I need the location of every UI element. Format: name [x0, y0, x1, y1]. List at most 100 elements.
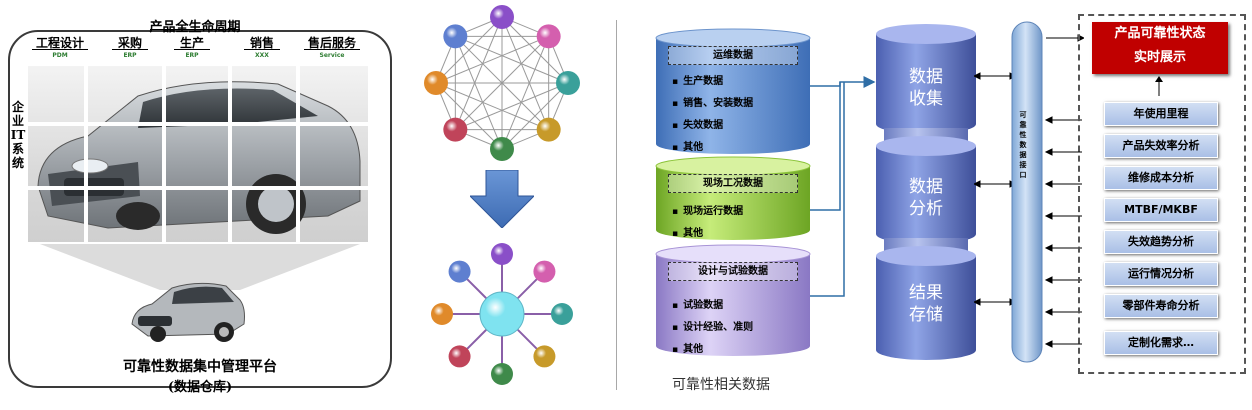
- analysis-item: 零部件寿命分析: [1104, 294, 1218, 318]
- analysis-item: 产品失效率分析: [1104, 134, 1218, 158]
- analysis-item: 失效趋势分析: [1104, 230, 1218, 254]
- enterprise-it-label: 企业IT系统: [10, 100, 26, 170]
- section-divider: [616, 20, 617, 390]
- mesh-node: [424, 71, 448, 95]
- status-display-line2: 实时展示: [1133, 50, 1186, 65]
- status-display-header: 产品可靠性状态 实时展示: [1092, 22, 1228, 74]
- display-panel: [1078, 14, 1246, 374]
- interface-bar-label: 可靠性数据接口: [1019, 111, 1027, 179]
- mesh-link: [454, 36, 503, 150]
- grid-divider: [296, 66, 300, 242]
- car-illustration: [37, 81, 361, 234]
- stage-label-purchase: 采购: [117, 36, 142, 50]
- datasource-item: 设计经验、准则: [672, 318, 753, 333]
- grid-divider: [162, 66, 166, 242]
- process-store-line2: 存储: [909, 305, 943, 325]
- process-collect-label: 数据 收集: [896, 66, 956, 110]
- connector-lines: [810, 76, 876, 297]
- stage-label-production: 生产: [179, 36, 204, 50]
- mesh-node: [490, 137, 514, 161]
- process-collect-line2: 收集: [909, 89, 943, 109]
- mesh-node: [443, 24, 468, 49]
- mesh-link: [455, 35, 569, 84]
- analysis-item: 定制化需求…: [1104, 331, 1218, 355]
- mesh-link: [501, 36, 550, 150]
- datasource-item: 其他: [672, 340, 703, 355]
- star-network-icon: [431, 243, 573, 385]
- stage-underline: [174, 49, 210, 50]
- datasource-item: 其他: [672, 138, 703, 153]
- datasources-caption: 可靠性相关数据: [672, 377, 770, 393]
- star-node: [533, 260, 556, 283]
- lifecycle-title-line: [150, 29, 240, 30]
- mesh-link: [454, 16, 503, 130]
- star-node: [533, 345, 556, 368]
- process-analyze-label: 数据 分析: [896, 176, 956, 220]
- analysis-item: 年使用里程: [1104, 102, 1218, 126]
- star-node: [551, 303, 573, 325]
- small-car-image: [131, 282, 245, 342]
- stage-system-erp: ERP: [123, 52, 137, 59]
- mesh-node: [490, 5, 514, 29]
- grid-divider: [28, 122, 368, 126]
- grid-divider: [228, 66, 232, 242]
- grid-divider: [28, 186, 368, 190]
- stage-label-design: 工程设计: [35, 36, 84, 50]
- datasource-item: 失效数据: [672, 116, 723, 131]
- star-node: [448, 345, 471, 368]
- analysis-item: 维修成本分析: [1104, 166, 1218, 190]
- analysis-item: 运行情况分析: [1104, 262, 1218, 286]
- process-analyze-line2: 分析: [909, 199, 943, 219]
- down-arrow-icon: [470, 170, 534, 228]
- stage-underline: [244, 49, 280, 50]
- datasource-header-ops: 运维数据: [668, 46, 798, 65]
- platform-title: 可靠性数据集中管理平台: [123, 359, 277, 375]
- mesh-node: [443, 117, 468, 142]
- stage-system-erp-2: ERP: [185, 52, 199, 59]
- star-node: [448, 260, 471, 283]
- stage-underline: [112, 49, 148, 50]
- stage-system-service: Service: [319, 52, 345, 59]
- stage-system-xxx: XXX: [255, 52, 269, 59]
- datasource-item: 试验数据: [672, 296, 723, 311]
- star-node: [491, 243, 513, 265]
- funnel-shape: [40, 244, 360, 290]
- mesh-link: [435, 35, 549, 84]
- stage-system-pdm: PDM: [52, 52, 68, 59]
- datasource-header-field: 现场工况数据: [668, 174, 798, 193]
- mesh-link: [455, 82, 569, 131]
- mesh-link: [454, 35, 550, 131]
- processing-stack: [876, 24, 976, 360]
- process-collect-line1: 数据: [909, 67, 943, 87]
- star-node: [491, 363, 513, 385]
- datasource-item: 销售、安装数据: [672, 94, 753, 109]
- mesh-network-icon: [424, 5, 580, 161]
- stage-label-sales: 销售: [249, 36, 274, 50]
- grid-divider: [84, 66, 88, 242]
- stage-label-after-sales: 售后服务: [307, 36, 356, 50]
- analysis-item: MTBF/MKBF: [1104, 198, 1218, 222]
- interface-bar: [1011, 21, 1043, 363]
- mesh-node: [536, 117, 561, 142]
- mesh-node: [556, 71, 580, 95]
- process-analyze-line1: 数据: [909, 177, 943, 197]
- datasource-header-design: 设计与试验数据: [668, 262, 798, 281]
- datasource-item: 现场运行数据: [672, 202, 743, 217]
- status-display-line1: 产品可靠性状态: [1114, 26, 1206, 41]
- stage-underline: [32, 49, 88, 50]
- datasource-item: 其他: [672, 224, 703, 239]
- mesh-link: [435, 82, 549, 131]
- car-photo: [28, 66, 368, 242]
- up-arrow-icon: [1155, 76, 1163, 96]
- lifecycle-title: 产品全生命周期: [149, 20, 241, 35]
- star-node: [431, 303, 453, 325]
- platform-subtitle: (数据仓库): [167, 380, 233, 395]
- process-store-label: 结果 存储: [896, 282, 956, 326]
- stage-underline: [304, 49, 360, 50]
- mesh-node: [536, 24, 561, 49]
- mesh-link: [435, 82, 503, 150]
- datasource-item: 生产数据: [672, 72, 723, 87]
- mesh-link: [501, 16, 550, 130]
- output-arrows: [1044, 34, 1084, 348]
- star-hub-node: [479, 291, 525, 337]
